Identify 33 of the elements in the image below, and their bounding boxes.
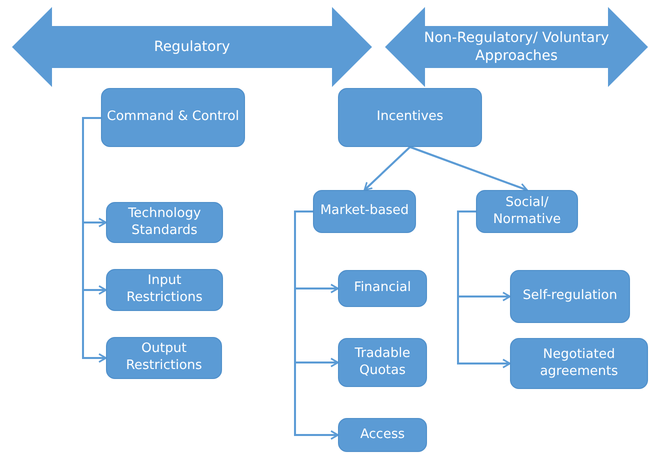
node-label: Incentives <box>376 109 444 126</box>
process-box <box>101 88 245 147</box>
process-box <box>106 269 223 311</box>
double-arrow-band <box>12 7 372 87</box>
connector-arrow <box>364 146 411 191</box>
double-arrow-band <box>385 7 648 87</box>
process-box <box>338 418 427 452</box>
node-label: Command & Control <box>106 109 240 126</box>
node-label: Regulatory <box>152 38 232 56</box>
node-label: Non-Regulatory/ Voluntary Approaches <box>423 28 610 66</box>
process-box <box>338 338 427 387</box>
process-box <box>510 270 630 323</box>
connector-arrow <box>294 210 339 440</box>
node-label: Access <box>359 426 406 444</box>
node-label: Tradable Quotas <box>354 346 412 380</box>
process-box <box>106 202 223 243</box>
process-box <box>338 88 482 147</box>
connector-arrow <box>410 146 528 192</box>
node-label: Negotiated agreements <box>538 346 620 380</box>
connector-arrow <box>457 210 511 368</box>
node-label: Input Restrictions <box>125 273 204 307</box>
node-label: Technology Standards <box>127 206 202 240</box>
process-box <box>476 190 578 233</box>
connector-arrow <box>82 117 107 363</box>
process-box <box>338 270 427 307</box>
process-box <box>510 338 648 389</box>
node-label: Output Restrictions <box>124 341 204 375</box>
node-label: Self-regulation <box>522 288 618 305</box>
node-label: Market-based <box>319 203 410 220</box>
node-label: Social/ Normative <box>492 194 562 228</box>
process-box <box>313 190 416 233</box>
node-label: Financial <box>353 280 412 297</box>
process-box <box>106 337 222 379</box>
